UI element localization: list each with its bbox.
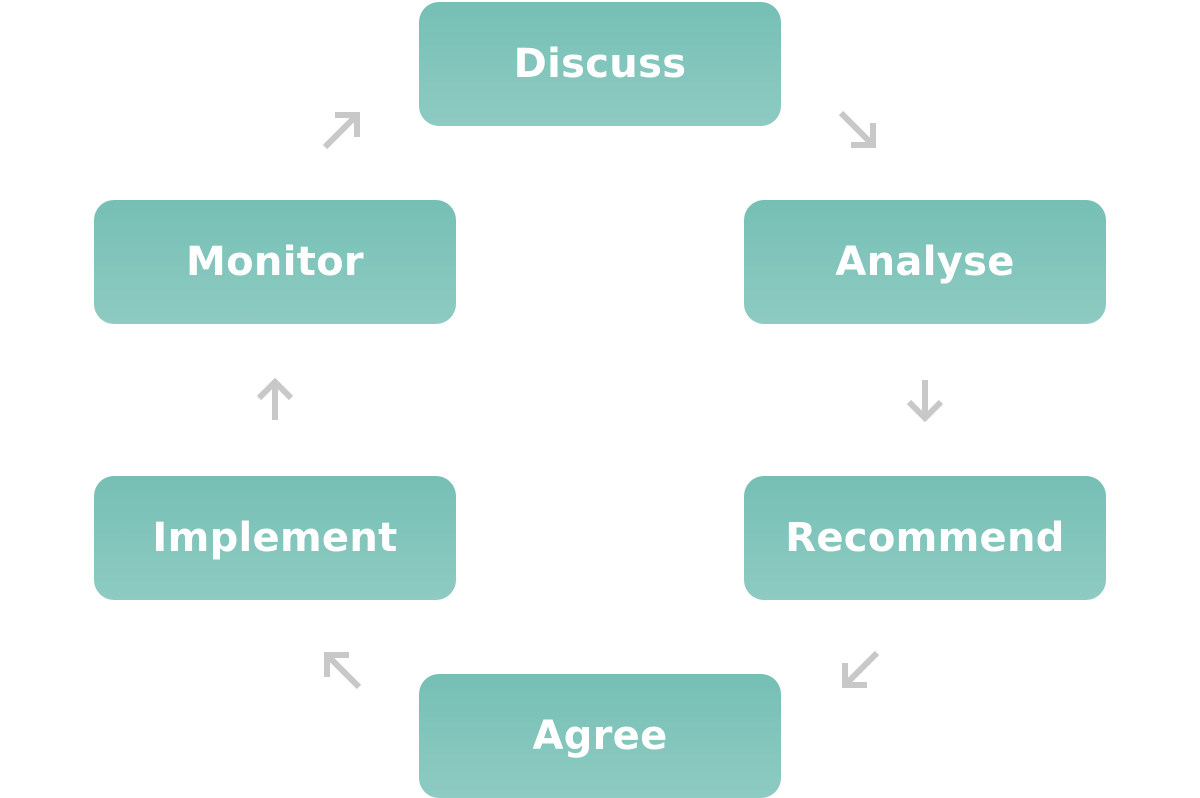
step-label-recommend: Recommend [785, 515, 1065, 561]
step-implement: Implement [94, 476, 456, 600]
step-label-analyse: Analyse [835, 239, 1015, 285]
step-label-monitor: Monitor [186, 239, 364, 285]
step-label-discuss: Discuss [513, 41, 687, 87]
step-analyse: Analyse [744, 200, 1106, 324]
step-agree: Agree [419, 674, 781, 798]
arrow-up-icon [256, 377, 294, 420]
step-label-implement: Implement [152, 515, 398, 561]
arrow-down-right-icon [838, 110, 876, 148]
arrow-down-left-icon [842, 650, 880, 688]
step-recommend: Recommend [744, 476, 1106, 600]
arrow-up-left-icon [324, 652, 362, 690]
step-discuss: Discuss [419, 2, 781, 126]
step-label-agree: Agree [532, 713, 668, 759]
arrow-up-right-icon [322, 112, 360, 150]
step-monitor: Monitor [94, 200, 456, 324]
arrow-down-icon [906, 380, 944, 423]
